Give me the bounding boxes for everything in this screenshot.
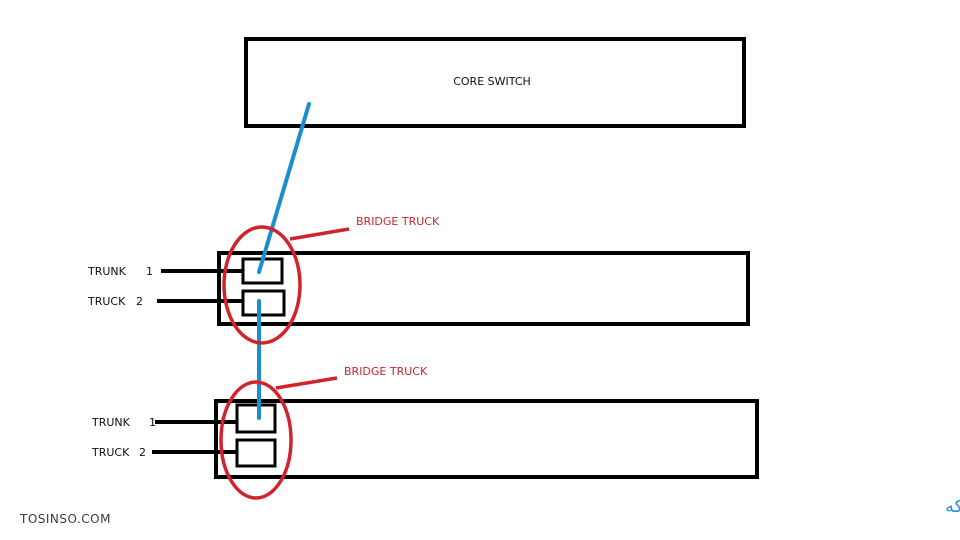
core-switch-box [244,37,746,128]
switch-2-callout-label: BRIDGE TRUCK [344,365,428,378]
switch-1-port-2-number: 2 [136,295,143,308]
legend-text: رنگ آبی = کابل شبکه [945,494,960,517]
watermark: TOSINSO.COM [19,512,111,526]
switch-2-port-2-number: 2 [139,446,146,459]
switch-2-port-1 [235,403,277,434]
switch-2-port-1-number: 1 [149,416,156,429]
switch-2-bridge-highlight [219,380,293,500]
switch-2-box [214,399,759,479]
switch-2-callout-pointer [275,376,338,390]
switch-1-port-1-name: TRUNK [87,265,127,278]
switch-1-port-1-number: 1 [146,265,153,278]
switch-1-box [217,251,750,326]
core-switch-label: CORE SWITCH [453,75,531,88]
switch-1-port-2-name: TRUCK [87,295,126,308]
switch-1-port-2 [241,289,286,317]
switch-2-port-2-name: TRUCK [91,446,130,459]
switch-1-callout-label: BRIDGE TRUCK [356,215,440,228]
switch-1-bridge-highlight [222,225,302,345]
switch-1-callout-pointer [289,227,350,241]
switch-2-port-2 [235,438,277,468]
uplink-cable [257,102,311,274]
switch-2-port-1-name: TRUNK [91,416,131,429]
